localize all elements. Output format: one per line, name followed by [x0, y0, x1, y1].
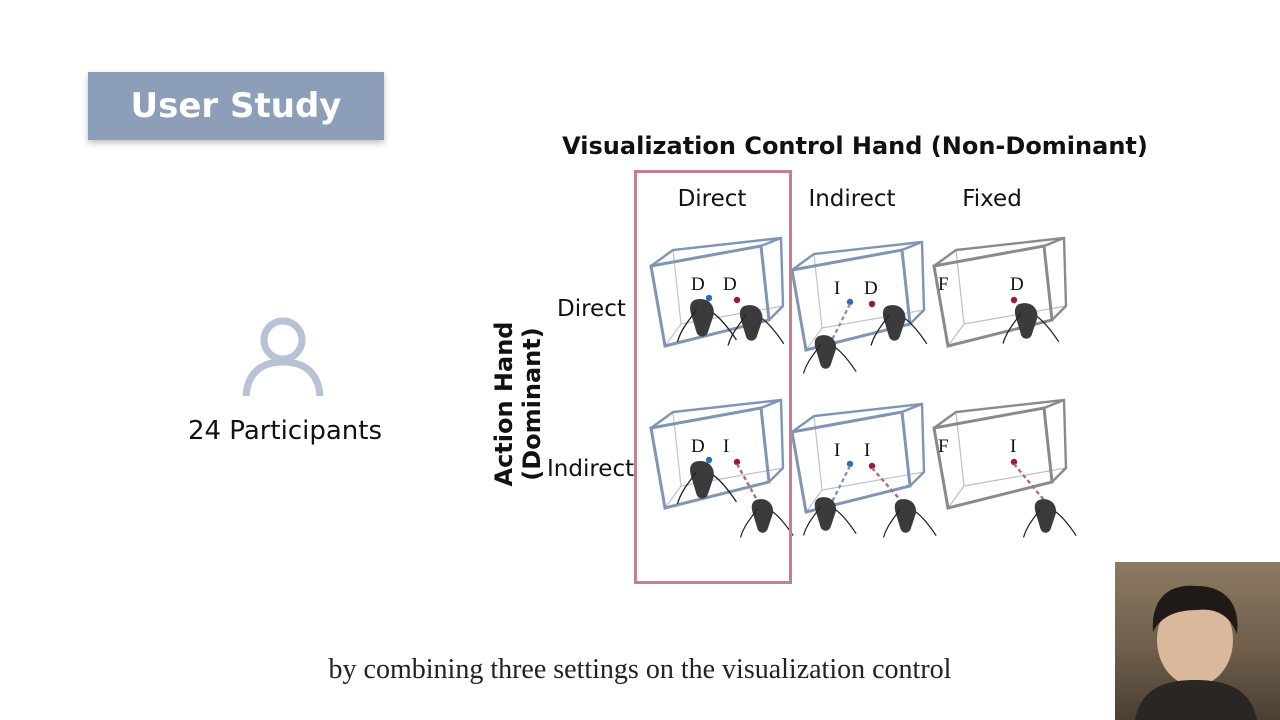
blue-dot	[846, 460, 854, 468]
cell-letter-left: I	[834, 278, 840, 299]
presenter-silhouette	[1135, 585, 1257, 720]
red-dot	[733, 296, 741, 304]
cell-letter-right: I	[1010, 436, 1016, 457]
slide-title-box: User Study	[88, 72, 384, 140]
controller-hand-icon	[1022, 499, 1077, 538]
row-label-indirect: Indirect	[547, 456, 635, 482]
cell-letter-left: D	[691, 436, 705, 457]
participants-count: 24 Participants	[187, 416, 383, 446]
blue-dot	[705, 294, 713, 302]
cell-letter-left: F	[938, 274, 949, 295]
red-dot	[1010, 296, 1018, 304]
red-dot	[868, 462, 876, 470]
controller-hand-icon	[1002, 303, 1060, 344]
red-dot	[733, 458, 741, 466]
blue-dot	[846, 298, 854, 306]
column-label-fixed: Fixed	[962, 186, 1022, 212]
red-dot	[868, 300, 876, 308]
cell-letter-left: I	[834, 440, 840, 461]
cell-letter-right: I	[864, 440, 870, 461]
red-dot	[1010, 458, 1018, 466]
slide-title: User Study	[130, 86, 342, 126]
blue-dot	[705, 456, 713, 464]
direct-column-highlight	[634, 170, 792, 584]
controller-hand-icon	[802, 497, 857, 536]
column-label-indirect: Indirect	[808, 186, 896, 212]
y-axis-label: Action Hand (Dominant)	[490, 321, 546, 487]
controller-hand-icon	[870, 305, 928, 346]
cell-letter-right: D	[1010, 274, 1024, 295]
cell-letter-left: D	[691, 274, 705, 295]
controller-hand-icon	[727, 305, 785, 346]
person-icon	[242, 317, 324, 397]
row-label-direct: Direct	[557, 296, 626, 322]
controller-hand-icon	[882, 499, 937, 538]
presenter-webcam	[1115, 562, 1280, 720]
cell-letter-right: I	[723, 436, 729, 457]
controller-hand-icon	[802, 335, 857, 374]
cell-letter-right: D	[864, 278, 878, 299]
controller-hand-icon	[676, 299, 737, 342]
column-label-direct: Direct	[677, 186, 747, 212]
controller-hand-icon	[676, 461, 737, 504]
figure-title: Visualization Control Hand (Non-Dominant…	[562, 132, 1148, 160]
cell-letter-right: D	[723, 274, 737, 295]
cell-letter-left: F	[938, 436, 949, 457]
subtitle-caption: by combining three settings on the visua…	[328, 654, 952, 685]
